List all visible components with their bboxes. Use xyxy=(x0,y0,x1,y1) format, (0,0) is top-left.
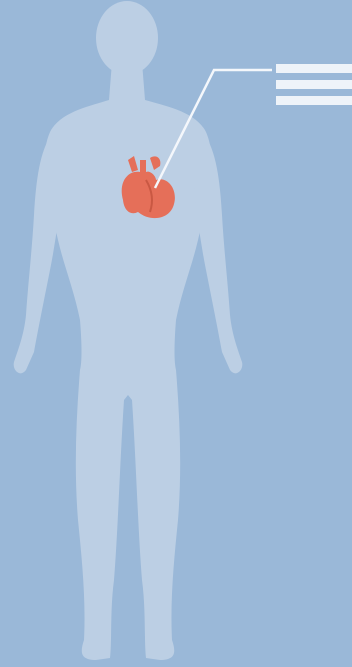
label-bar-2 xyxy=(276,80,352,89)
neck xyxy=(109,62,145,100)
label-bar-3 xyxy=(276,96,352,105)
callout-label-bars xyxy=(276,64,352,105)
label-bar-1 xyxy=(276,64,352,73)
